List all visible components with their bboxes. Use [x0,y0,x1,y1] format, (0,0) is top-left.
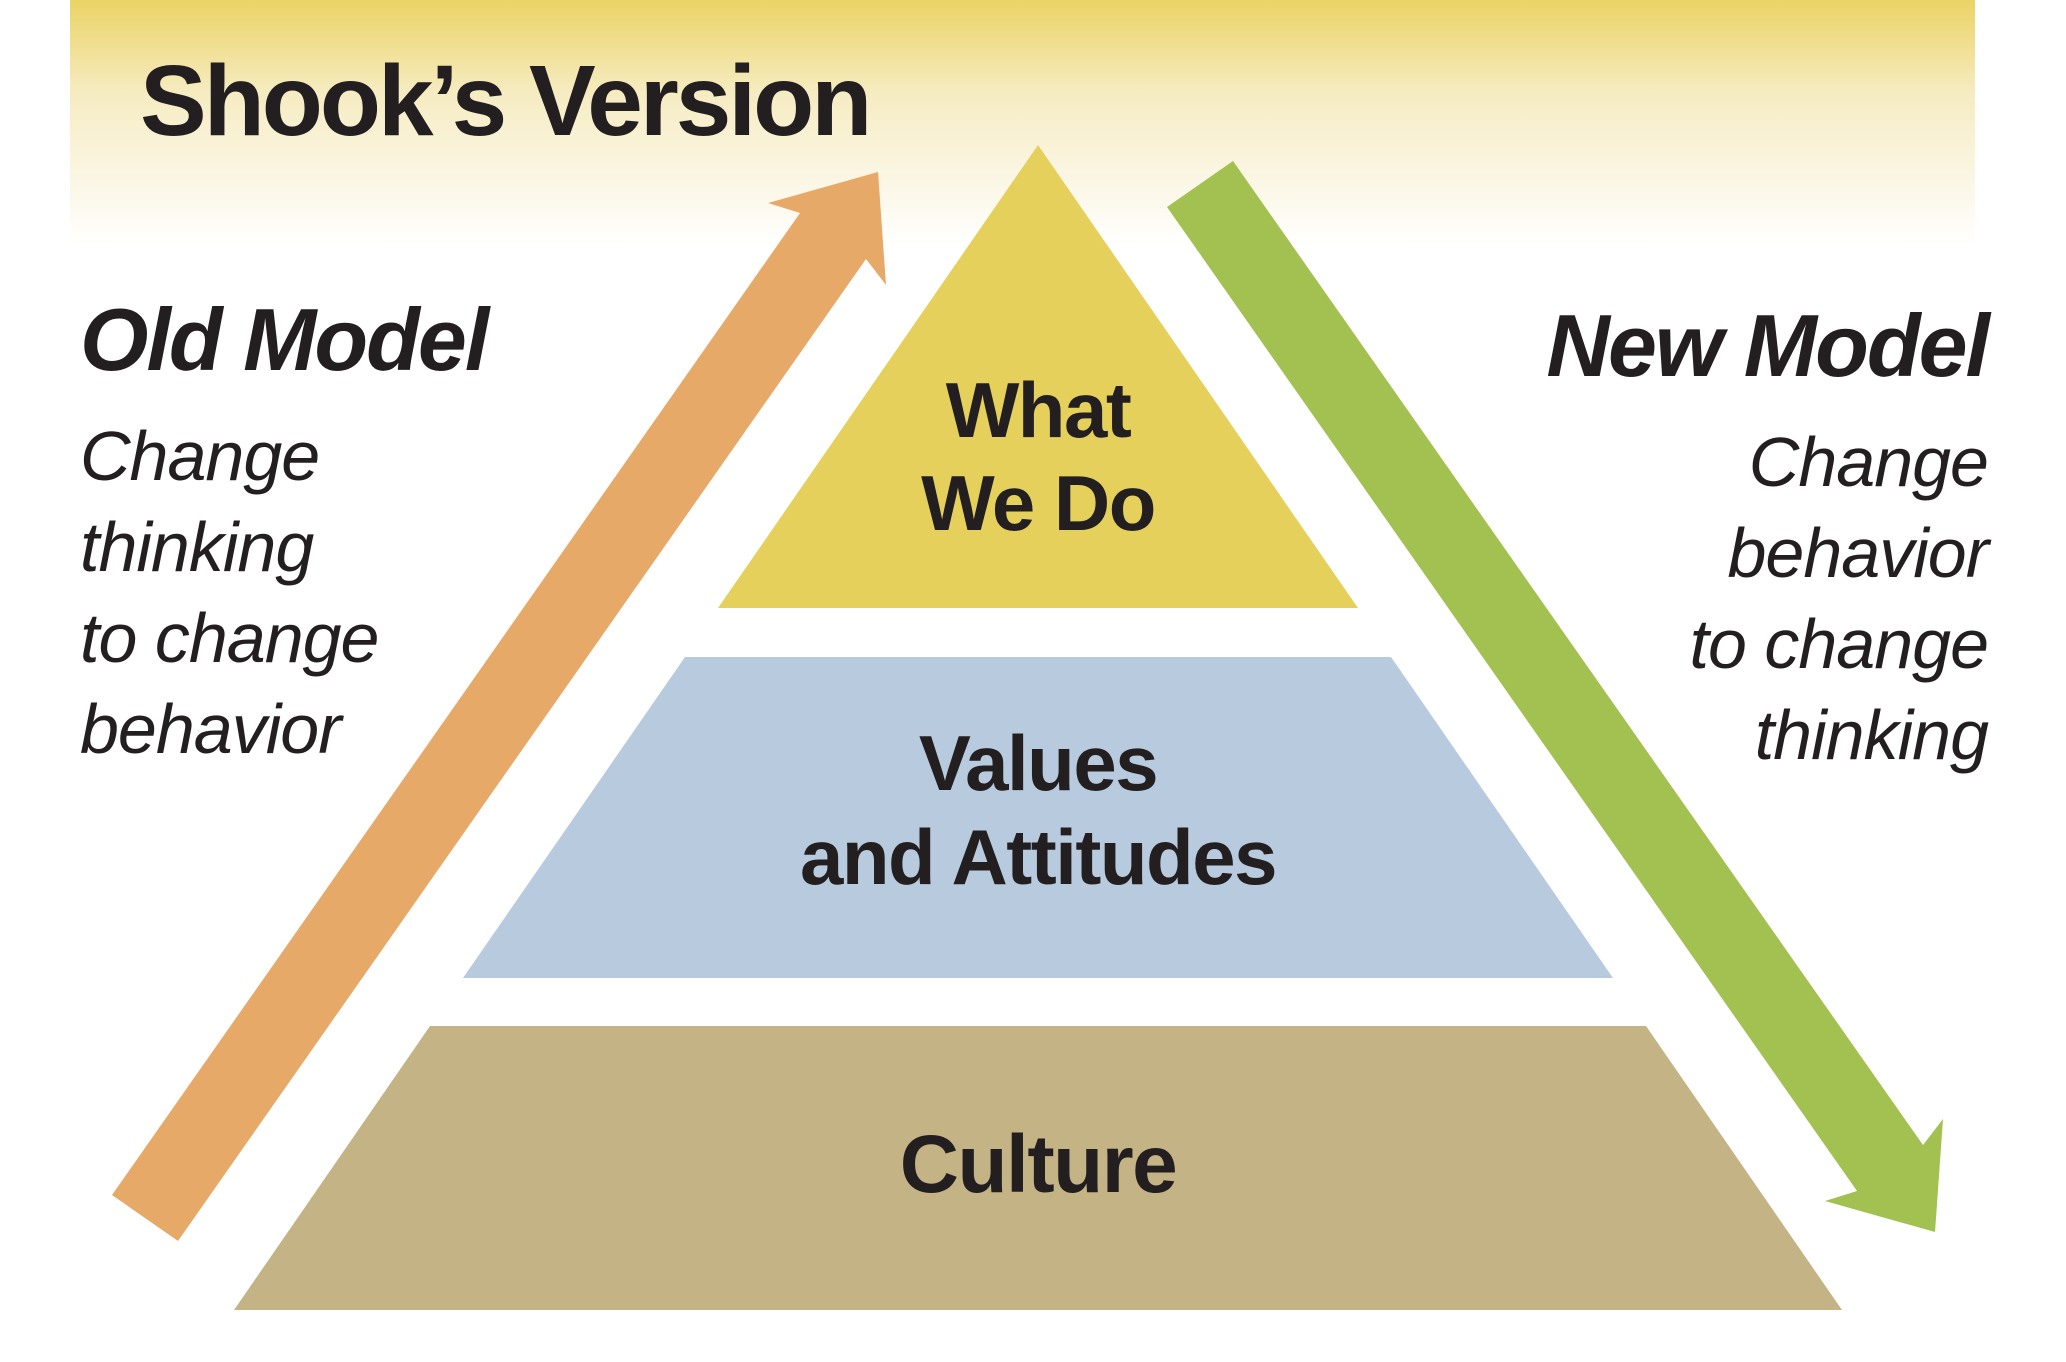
old-model-line-4: behavior [80,690,344,768]
old-model-heading: Old Model [80,290,491,389]
page-title: Shook’s Version [140,45,869,157]
old-model-line-3: to change [80,599,378,677]
old-model-line-1: Change [80,417,319,495]
pyramid-bottom-layer [234,1026,1842,1310]
new-model-down-arrow [1167,161,1943,1232]
new-model-line-3: to change [1690,605,1988,683]
middle-layer-label-line-1: Values [919,719,1157,807]
pyramid-top-layer [718,145,1358,608]
top-layer-label-line-1: What [946,366,1132,454]
pyramid-middle-layer [463,657,1613,978]
bottom-layer-label: Culture [900,1119,1177,1210]
top-layer-label-line-2: We Do [921,459,1155,547]
old-model-up-arrow [112,172,886,1241]
old-model-line-2: thinking [80,508,314,586]
new-model-line-4: thinking [1755,696,1989,774]
middle-layer-label-line-2: and Attitudes [800,813,1276,901]
new-model-line-1: Change [1749,423,1988,501]
new-model-line-2: behavior [1727,514,1991,592]
new-model-heading: New Model [1546,296,1991,395]
